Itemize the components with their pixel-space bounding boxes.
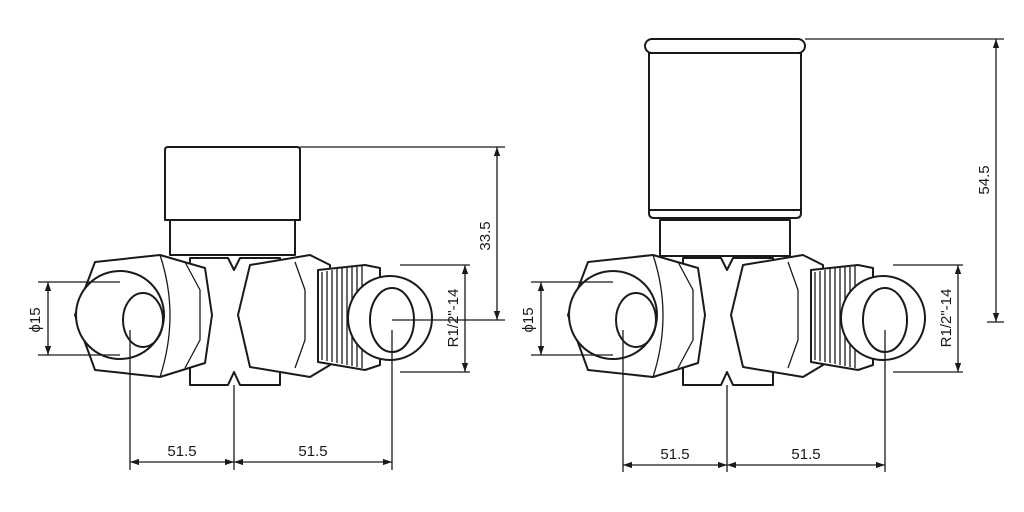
- left-diameter-label: ϕ15: [27, 307, 44, 332]
- right-valve-cap: [644, 38, 806, 257]
- right-diameter-label: ϕ15: [520, 307, 537, 332]
- right-spacing-label-a: 51.5: [660, 446, 689, 463]
- left-height-label: 33.5: [477, 221, 494, 250]
- right-compression-nut: [567, 254, 706, 378]
- right-valve-view: ϕ15 R1/2"-14 54.5 51.5 51.5: [520, 38, 1004, 472]
- right-diameter-dimension: ϕ15: [520, 281, 613, 356]
- right-spacing-label-b: 51.5: [791, 446, 820, 463]
- right-threaded-outlet: [730, 254, 926, 378]
- left-thread-label: R1/2"-14: [445, 289, 462, 348]
- left-spacing-label-b: 51.5: [298, 443, 327, 460]
- right-height-label: 54.5: [976, 165, 993, 194]
- left-spacing-dimension: 51.5 51.5: [129, 330, 393, 470]
- left-valve-view: ϕ15 R1/2"-14 33.5 51.5 51.5: [27, 146, 505, 470]
- left-threaded-outlet: [237, 254, 433, 378]
- right-thread-label: R1/2"-14: [938, 289, 955, 348]
- left-valve-cap: [164, 146, 301, 256]
- left-thread-dimension: R1/2"-14: [400, 264, 470, 373]
- left-spacing-label-a: 51.5: [167, 443, 196, 460]
- right-spacing-dimension: 51.5 51.5: [622, 330, 886, 472]
- left-compression-nut: [74, 254, 213, 378]
- left-diameter-dimension: ϕ15: [27, 281, 120, 356]
- right-thread-dimension: R1/2"-14: [893, 264, 963, 373]
- left-height-dimension: 33.5: [300, 146, 505, 321]
- right-height-dimension: 54.5: [805, 38, 1004, 323]
